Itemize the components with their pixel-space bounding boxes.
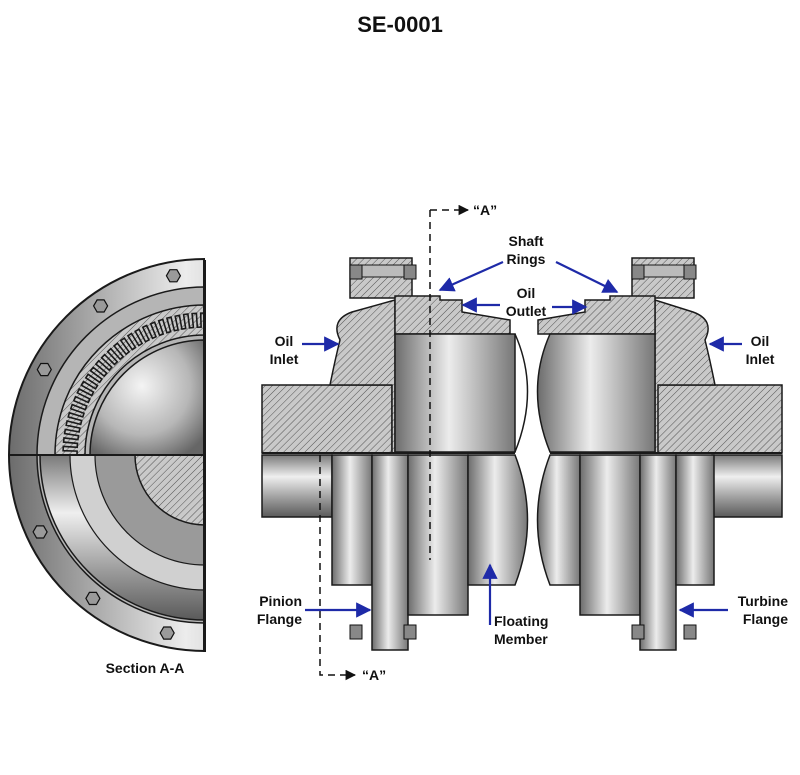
section-a-label-bottom: “A” (362, 667, 387, 683)
section-a-a-view (8, 258, 205, 652)
floating-member (467, 454, 529, 586)
bolt-head-6 (159, 626, 175, 640)
pinion-flange (371, 454, 409, 651)
turbine-shaft-section (651, 384, 783, 454)
bolt-head-3 (36, 362, 52, 377)
left-coupling-half (261, 257, 529, 651)
section-caption: Section A-A (105, 660, 185, 676)
turbine-flange (639, 454, 677, 651)
bolt-head-1 (165, 269, 182, 283)
bolt-head-2 (92, 299, 109, 313)
pinion-shaft (261, 454, 333, 518)
section-a-label-top: “A” (473, 202, 498, 218)
pinion-shaft-section (261, 384, 393, 454)
turbine-shaft (711, 454, 783, 518)
diagram-title: SE-0001 (357, 12, 443, 37)
section-line-a (319, 204, 470, 681)
callout-arrows (302, 260, 742, 625)
shaft-rings-arrow-left (438, 260, 504, 292)
right-coupling-half (536, 257, 783, 651)
shaft-rings-arrow-right (555, 261, 619, 293)
section-cut-edge (203, 260, 206, 652)
section-bolts (32, 269, 182, 640)
bolt-head-4 (32, 525, 48, 539)
bolt-head-5 (85, 591, 101, 606)
